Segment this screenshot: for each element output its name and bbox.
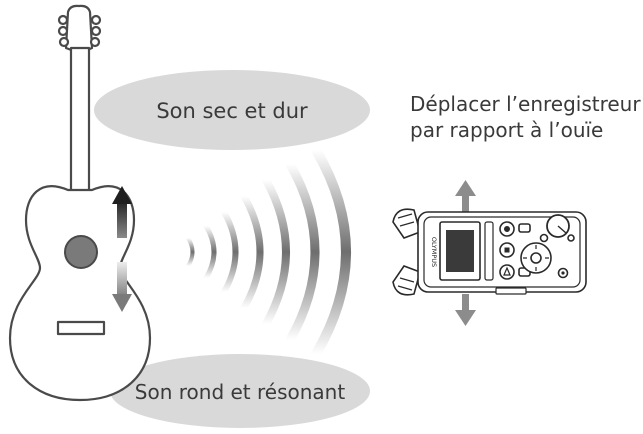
dial-pointer [557, 225, 567, 234]
stop-button-square [504, 247, 510, 253]
arrow-down [112, 262, 132, 312]
voice-recorder-icon: OLYMPUS [392, 208, 587, 296]
device-arrow-up-head [455, 180, 476, 196]
recorder-side-strip [484, 221, 494, 281]
guitar-soundhole [64, 235, 98, 269]
arrow-down-head [112, 294, 132, 312]
tuning-peg [89, 36, 101, 48]
guitar-bridge [56, 320, 106, 336]
recorder-inner [423, 216, 581, 288]
guitar-headstock [64, 4, 94, 53]
tuning-peg [90, 25, 102, 37]
bottom-bubble-label: Son rond et résonant [135, 380, 346, 404]
arrow-up-shaft [117, 200, 127, 238]
small-button-dot [561, 271, 565, 275]
recorder-bottom-tab [495, 287, 527, 295]
sound-wave-2 [203, 223, 217, 281]
dpad-center [530, 252, 542, 264]
sound-wave-7 [311, 145, 351, 359]
arrow-down-shaft [117, 262, 127, 298]
device-arrow-up-shaft [462, 194, 469, 212]
bottom-bubble: Son rond et résonant [110, 354, 370, 428]
instruction-line-1: Déplacer l’enregistreur [410, 92, 641, 116]
record-button-dot [504, 226, 510, 232]
sound-wave-3 [221, 209, 239, 295]
sound-wave-6 [285, 159, 320, 345]
top-bubble-shape [94, 70, 370, 150]
device-arrow-down [455, 294, 476, 326]
top-bubble-label: Son sec et dur [156, 99, 308, 123]
tuning-peg [57, 14, 69, 26]
bottom-bubble-shape [110, 354, 370, 428]
recorder-screen-display [446, 230, 474, 272]
tuning-peg [57, 25, 69, 37]
function-button [518, 223, 531, 233]
instruction-line-2: par rapport à l’ouïe [410, 118, 603, 142]
sound-wave-4 [240, 192, 264, 312]
dpad-marks [523, 245, 549, 271]
play-button-triangle [503, 266, 511, 276]
guitar-body [8, 185, 152, 402]
guitar-neck [69, 46, 91, 196]
guitar-icon [8, 4, 152, 402]
device-arrow-down-head [455, 310, 476, 326]
tuning-peg [58, 36, 70, 48]
arrow-up-head [112, 186, 132, 204]
arrow-up [112, 186, 132, 238]
mic-guard-line [397, 213, 415, 291]
recorder-brand-text: OLYMPUS [430, 237, 438, 267]
device-arrow-up [455, 180, 476, 212]
small-button [539, 233, 549, 243]
sound-waves-icon [186, 145, 351, 359]
sound-wave-5 [262, 176, 290, 328]
instruction-text: Déplacer l’enregistreur par rapport à l’… [410, 92, 641, 142]
top-bubble: Son sec et dur [94, 70, 370, 150]
indicator-led [567, 234, 575, 242]
sound-wave-1 [186, 236, 195, 268]
device-arrow-down-shaft [462, 294, 469, 312]
tuning-peg [90, 14, 102, 26]
